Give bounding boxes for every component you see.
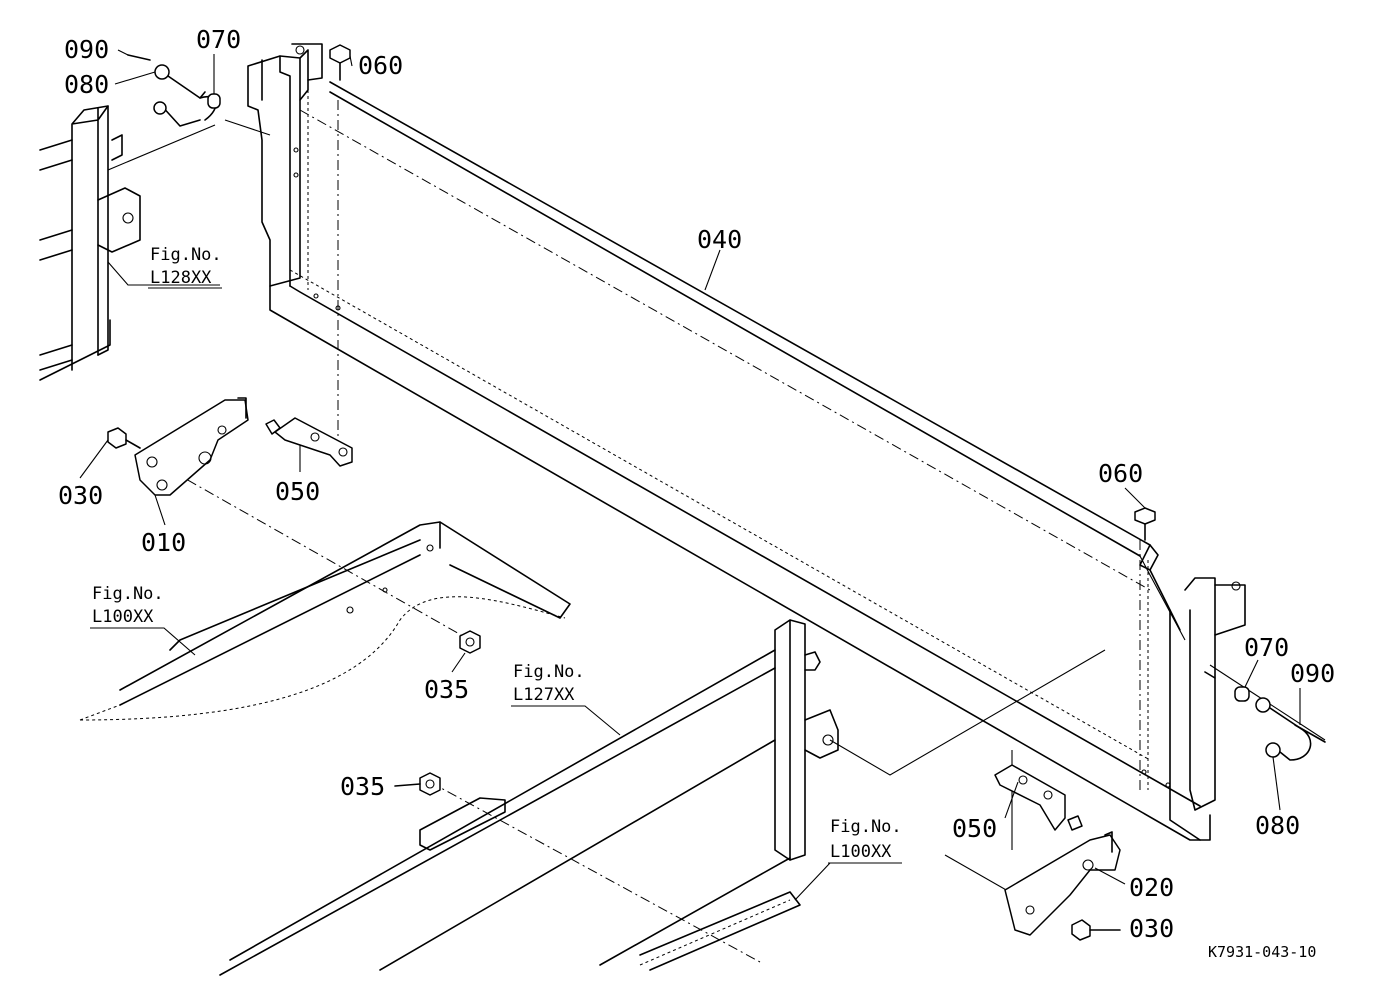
label-060-right: 060 [1098,459,1143,488]
label-010: 010 [141,528,186,557]
nut-035-low [394,772,441,796]
figref-l127xx-line1: Fig.No. [513,662,585,682]
figref-l128xx: Fig.No. L128XX [148,245,222,289]
hinge-050-right [994,764,1083,831]
label-020: 020 [1129,873,1174,902]
figref-l127xx-line2: L127XX [513,685,575,705]
label-060-top: 060 [358,51,403,80]
bracket-020 [1004,831,1121,941]
figref-l100xx-right-line1: Fig.No. [830,817,902,837]
label-050-left: 050 [275,477,320,506]
panel-040 [247,43,1246,841]
figref-l128xx-line1: Fig.No. [150,245,222,265]
label-035-mid: 035 [424,675,469,704]
figref-l100xx-left-line2: L100XX [92,607,154,627]
label-080-top: 080 [64,70,109,99]
figref-l100xx-right: Fig.No. L100XX [794,817,902,901]
label-090-top: 090 [64,35,109,64]
hinge-050-left [265,417,353,467]
lower-frame [219,619,839,976]
label-030-left: 030 [58,481,103,510]
label-035-low: 035 [340,772,385,801]
left-frame-assembly [39,105,220,381]
label-090-right: 090 [1290,659,1335,688]
figref-l100xx-right-line2: L100XX [830,842,892,862]
hardware-right [1134,507,1326,761]
label-070-right: 070 [1244,633,1289,662]
figref-l100xx-left-line1: Fig.No. [92,584,164,604]
figref-l100xx-left: Fig.No. L100XX [90,584,196,656]
label-050-right: 050 [952,814,997,843]
floor-left [79,521,571,721]
label-080-right: 080 [1255,811,1300,840]
figref-l127xx: Fig.No. L127XX [511,662,621,736]
hardware-top-left [127,44,351,127]
figref-l128xx-line2: L128XX [150,268,212,288]
label-040: 040 [697,225,742,254]
drawing-code: K7931-043-10 [1208,943,1316,961]
nut-035-mid [459,630,481,654]
bracket-010 [107,397,249,496]
label-030-right: 030 [1129,914,1174,943]
label-070-top: 070 [196,25,241,54]
